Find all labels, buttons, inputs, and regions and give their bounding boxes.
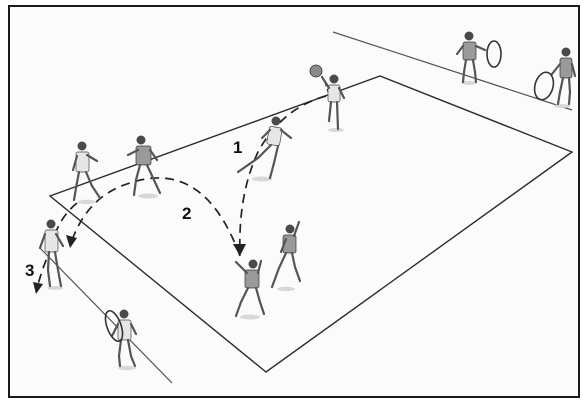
player-outside-left [40, 220, 63, 291]
player-runner [238, 117, 291, 182]
player-receiver-b [272, 222, 300, 291]
step-label-1: 1 [233, 138, 242, 157]
arrowhead-1 [233, 244, 246, 256]
arrowhead-2 [66, 235, 77, 248]
step-label-3: 3 [25, 261, 34, 280]
far-boundary-line [333, 32, 572, 110]
player-back-left [73, 142, 100, 205]
step-label-2: 2 [182, 204, 191, 223]
ball-icon [310, 65, 322, 77]
player-hoop-top-b [532, 48, 575, 109]
player-server [322, 75, 344, 133]
player-receiver-a [236, 260, 264, 320]
pass-line-1 [240, 96, 326, 254]
player-hoop-top-a [457, 32, 501, 86]
player-hoop-bottom [102, 309, 136, 371]
player-mid-left [128, 136, 160, 199]
arrowhead-3 [33, 282, 43, 294]
hoop-icon [487, 41, 501, 67]
